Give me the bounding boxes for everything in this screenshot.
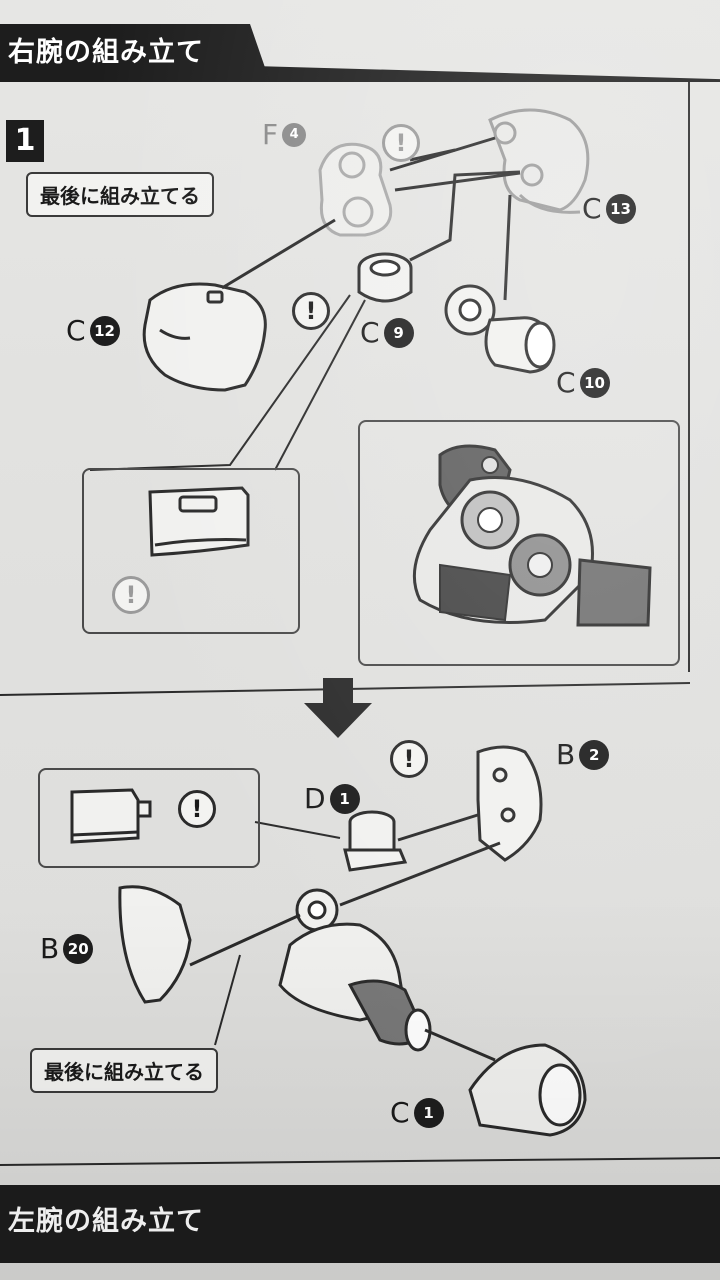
step-number: 1 <box>6 120 44 162</box>
part-c10-drawing <box>444 284 556 374</box>
inset-box-c9 <box>82 468 300 634</box>
part-b20-drawing <box>118 885 192 1004</box>
part-c9-drawing <box>357 252 413 303</box>
arrow-lines-top <box>389 136 521 192</box>
callout-assemble-last-top: 最後に組み立てる <box>26 172 214 217</box>
inset-box-d1 <box>38 768 260 868</box>
arrow-upperarm <box>339 841 501 907</box>
part-d1-drawing <box>343 810 408 872</box>
arrow-c9 <box>409 170 521 262</box>
warning-icon: ! <box>292 292 330 330</box>
frame-right-edge <box>688 82 690 672</box>
part-c12-drawing <box>142 282 267 392</box>
down-arrow-icon <box>304 678 372 738</box>
warning-icon: ! <box>178 790 216 828</box>
arrow-c12 <box>221 218 336 290</box>
inset-d1-detail <box>70 788 152 844</box>
part-c1-drawing <box>468 1043 587 1137</box>
arrow-c10 <box>503 194 512 301</box>
arrow-c1 <box>424 1028 496 1062</box>
warning-icon: ! <box>382 124 420 162</box>
arrow-b20 <box>189 913 301 967</box>
warning-icon: ! <box>390 740 428 778</box>
part-f4-drawing <box>318 142 393 237</box>
part-c13-drawing <box>488 108 590 214</box>
inset-c9-detail <box>148 486 250 557</box>
inset-assembled-drawing <box>412 444 652 627</box>
section-title-right-arm: 右腕の組み立て <box>0 24 270 82</box>
part-b2-drawing <box>476 745 543 862</box>
warning-icon: ! <box>112 576 150 614</box>
part-upperarm-drawing <box>278 888 432 1052</box>
inset-box-assembled <box>358 420 680 666</box>
section-title-left-arm: 左腕の組み立て <box>0 1185 720 1263</box>
callout-assemble-last-bottom: 最後に組み立てる <box>30 1048 218 1093</box>
